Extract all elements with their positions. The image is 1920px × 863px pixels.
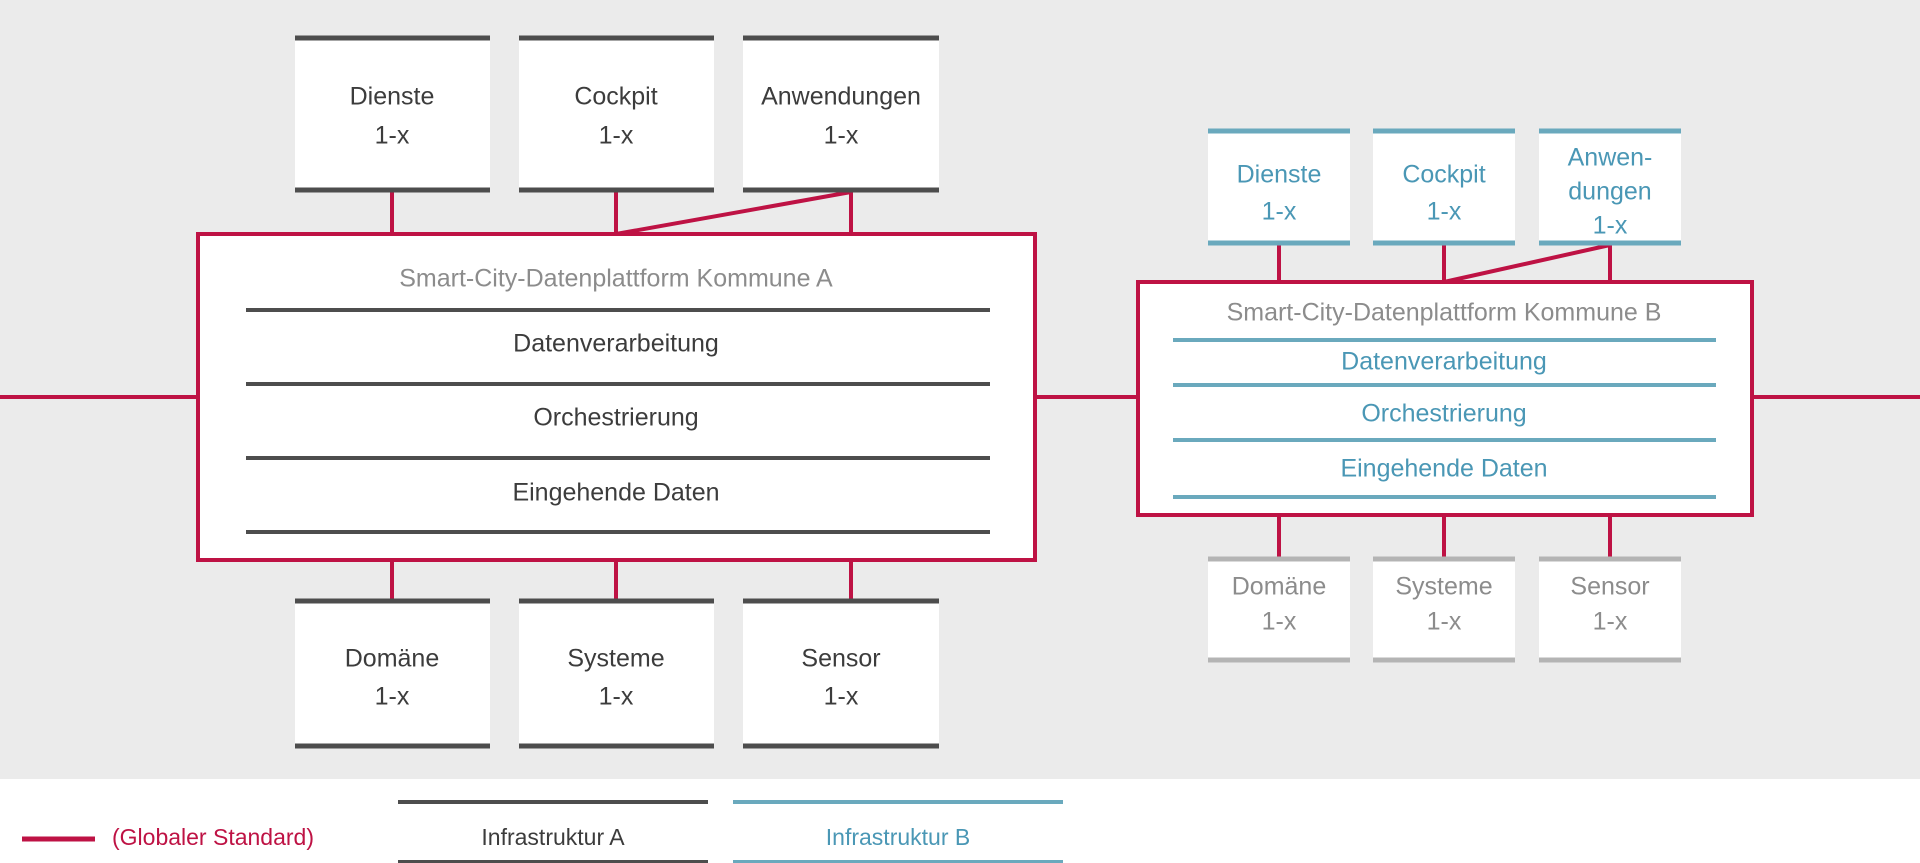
node-sensor-b[interactable]: Sensor 1-x <box>1539 556 1681 663</box>
node-anwendungen-b-line-0: Anwen- <box>1568 144 1653 172</box>
connector-diagonal-b <box>1443 243 1611 284</box>
node-domaene-a[interactable]: Domäne 1-x <box>295 598 490 749</box>
node-sensor-b-body <box>1539 558 1681 662</box>
node-systeme-b-body <box>1373 558 1515 662</box>
node-dienste-a-line-1: 1-x <box>375 122 410 150</box>
node-domaene-a-body <box>295 600 490 748</box>
node-sensor-a-body <box>743 600 939 748</box>
node-cockpit-b[interactable]: Cockpit 1-x <box>1373 128 1515 246</box>
platform-title-a: Smart-City-Datenplattform Kommune A <box>399 265 833 293</box>
platform-row-a-0[interactable]: Datenverarbeitung <box>513 330 719 358</box>
platform-row-a-1[interactable]: Orchestrierung <box>533 404 698 432</box>
platform-box-a[interactable] <box>196 232 1037 562</box>
node-sensor-a-line-1: 1-x <box>824 683 859 711</box>
legend-standard-entry[interactable]: (Globaler Standard) <box>22 824 314 850</box>
legend-item-infrastruktur-a[interactable]: Infrastruktur A <box>398 800 708 863</box>
platform-box-b[interactable] <box>1136 280 1754 517</box>
node-domaene-b[interactable]: Domäne 1-x <box>1208 556 1350 663</box>
node-cockpit-a[interactable]: Cockpit 1-x <box>519 35 714 193</box>
node-anwendungen-a-line-0: Anwendungen <box>761 83 921 111</box>
node-domaene-b-line-0: Domäne <box>1232 573 1327 601</box>
node-cockpit-b-line-0: Cockpit <box>1402 161 1485 189</box>
node-anwendungen-b[interactable]: Anwen- dungen 1-x <box>1539 128 1681 246</box>
node-systeme-b-line-0: Systeme <box>1395 573 1492 601</box>
node-anwendungen-b-line-1: dungen <box>1568 178 1651 206</box>
platform-row-b-2[interactable]: Eingehende Daten <box>1340 455 1547 483</box>
node-anwendungen-b-body <box>1539 130 1681 245</box>
platform-title-b: Smart-City-Datenplattform Kommune B <box>1227 299 1662 327</box>
node-systeme-b-line-1: 1-x <box>1427 608 1462 636</box>
node-sensor-b-line-0: Sensor <box>1570 573 1649 601</box>
node-domaene-a-line-0: Domäne <box>345 645 440 673</box>
node-systeme-a-line-0: Systeme <box>567 645 664 673</box>
node-sensor-a[interactable]: Sensor 1-x <box>743 598 939 749</box>
legend-box-a-body <box>398 801 708 863</box>
node-dienste-b[interactable]: Dienste 1-x <box>1208 128 1350 246</box>
node-dienste-a-line-0: Dienste <box>350 83 435 111</box>
node-dienste-b-line-0: Dienste <box>1237 161 1322 189</box>
node-systeme-b[interactable]: Systeme 1-x <box>1373 556 1515 663</box>
node-cockpit-a-line-0: Cockpit <box>574 83 657 111</box>
node-sensor-a-line-0: Sensor <box>801 645 880 673</box>
legend-standard-label: (Globaler Standard) <box>112 824 314 850</box>
platform-row-b-1[interactable]: Orchestrierung <box>1361 400 1526 428</box>
node-cockpit-a-body <box>519 37 714 192</box>
legend-label-infrastruktur-a: Infrastruktur A <box>481 824 625 850</box>
legend-box-b-body <box>733 801 1063 863</box>
node-systeme-a-line-1: 1-x <box>599 683 634 711</box>
node-dienste-b-body <box>1208 130 1350 245</box>
node-cockpit-a-line-1: 1-x <box>599 122 634 150</box>
connector-diagonal-a <box>615 190 852 236</box>
node-dienste-b-line-1: 1-x <box>1262 198 1297 226</box>
node-dienste-a-body <box>295 37 490 192</box>
node-cockpit-b-body <box>1373 130 1515 245</box>
node-anwendungen-a-line-1: 1-x <box>824 122 859 150</box>
legend-label-infrastruktur-b: Infrastruktur B <box>826 824 970 850</box>
legend-item-infrastruktur-b[interactable]: Infrastruktur B <box>733 800 1063 863</box>
node-domaene-b-line-1: 1-x <box>1262 608 1297 636</box>
node-anwendungen-a-body <box>743 37 939 192</box>
node-anwendungen-a[interactable]: Anwendungen 1-x <box>743 35 939 193</box>
node-cockpit-b-line-1: 1-x <box>1427 198 1462 226</box>
node-domaene-a-line-1: 1-x <box>375 683 410 711</box>
node-domaene-b-body <box>1208 558 1350 662</box>
node-anwendungen-b-line-2: 1-x <box>1593 212 1628 240</box>
node-systeme-a[interactable]: Systeme 1-x <box>519 598 714 749</box>
node-systeme-a-body <box>519 600 714 748</box>
node-sensor-b-line-1: 1-x <box>1593 608 1628 636</box>
platform-row-b-0[interactable]: Datenverarbeitung <box>1341 348 1547 376</box>
node-dienste-a[interactable]: Dienste 1-x <box>295 35 490 193</box>
platform-row-a-2[interactable]: Eingehende Daten <box>512 479 719 507</box>
